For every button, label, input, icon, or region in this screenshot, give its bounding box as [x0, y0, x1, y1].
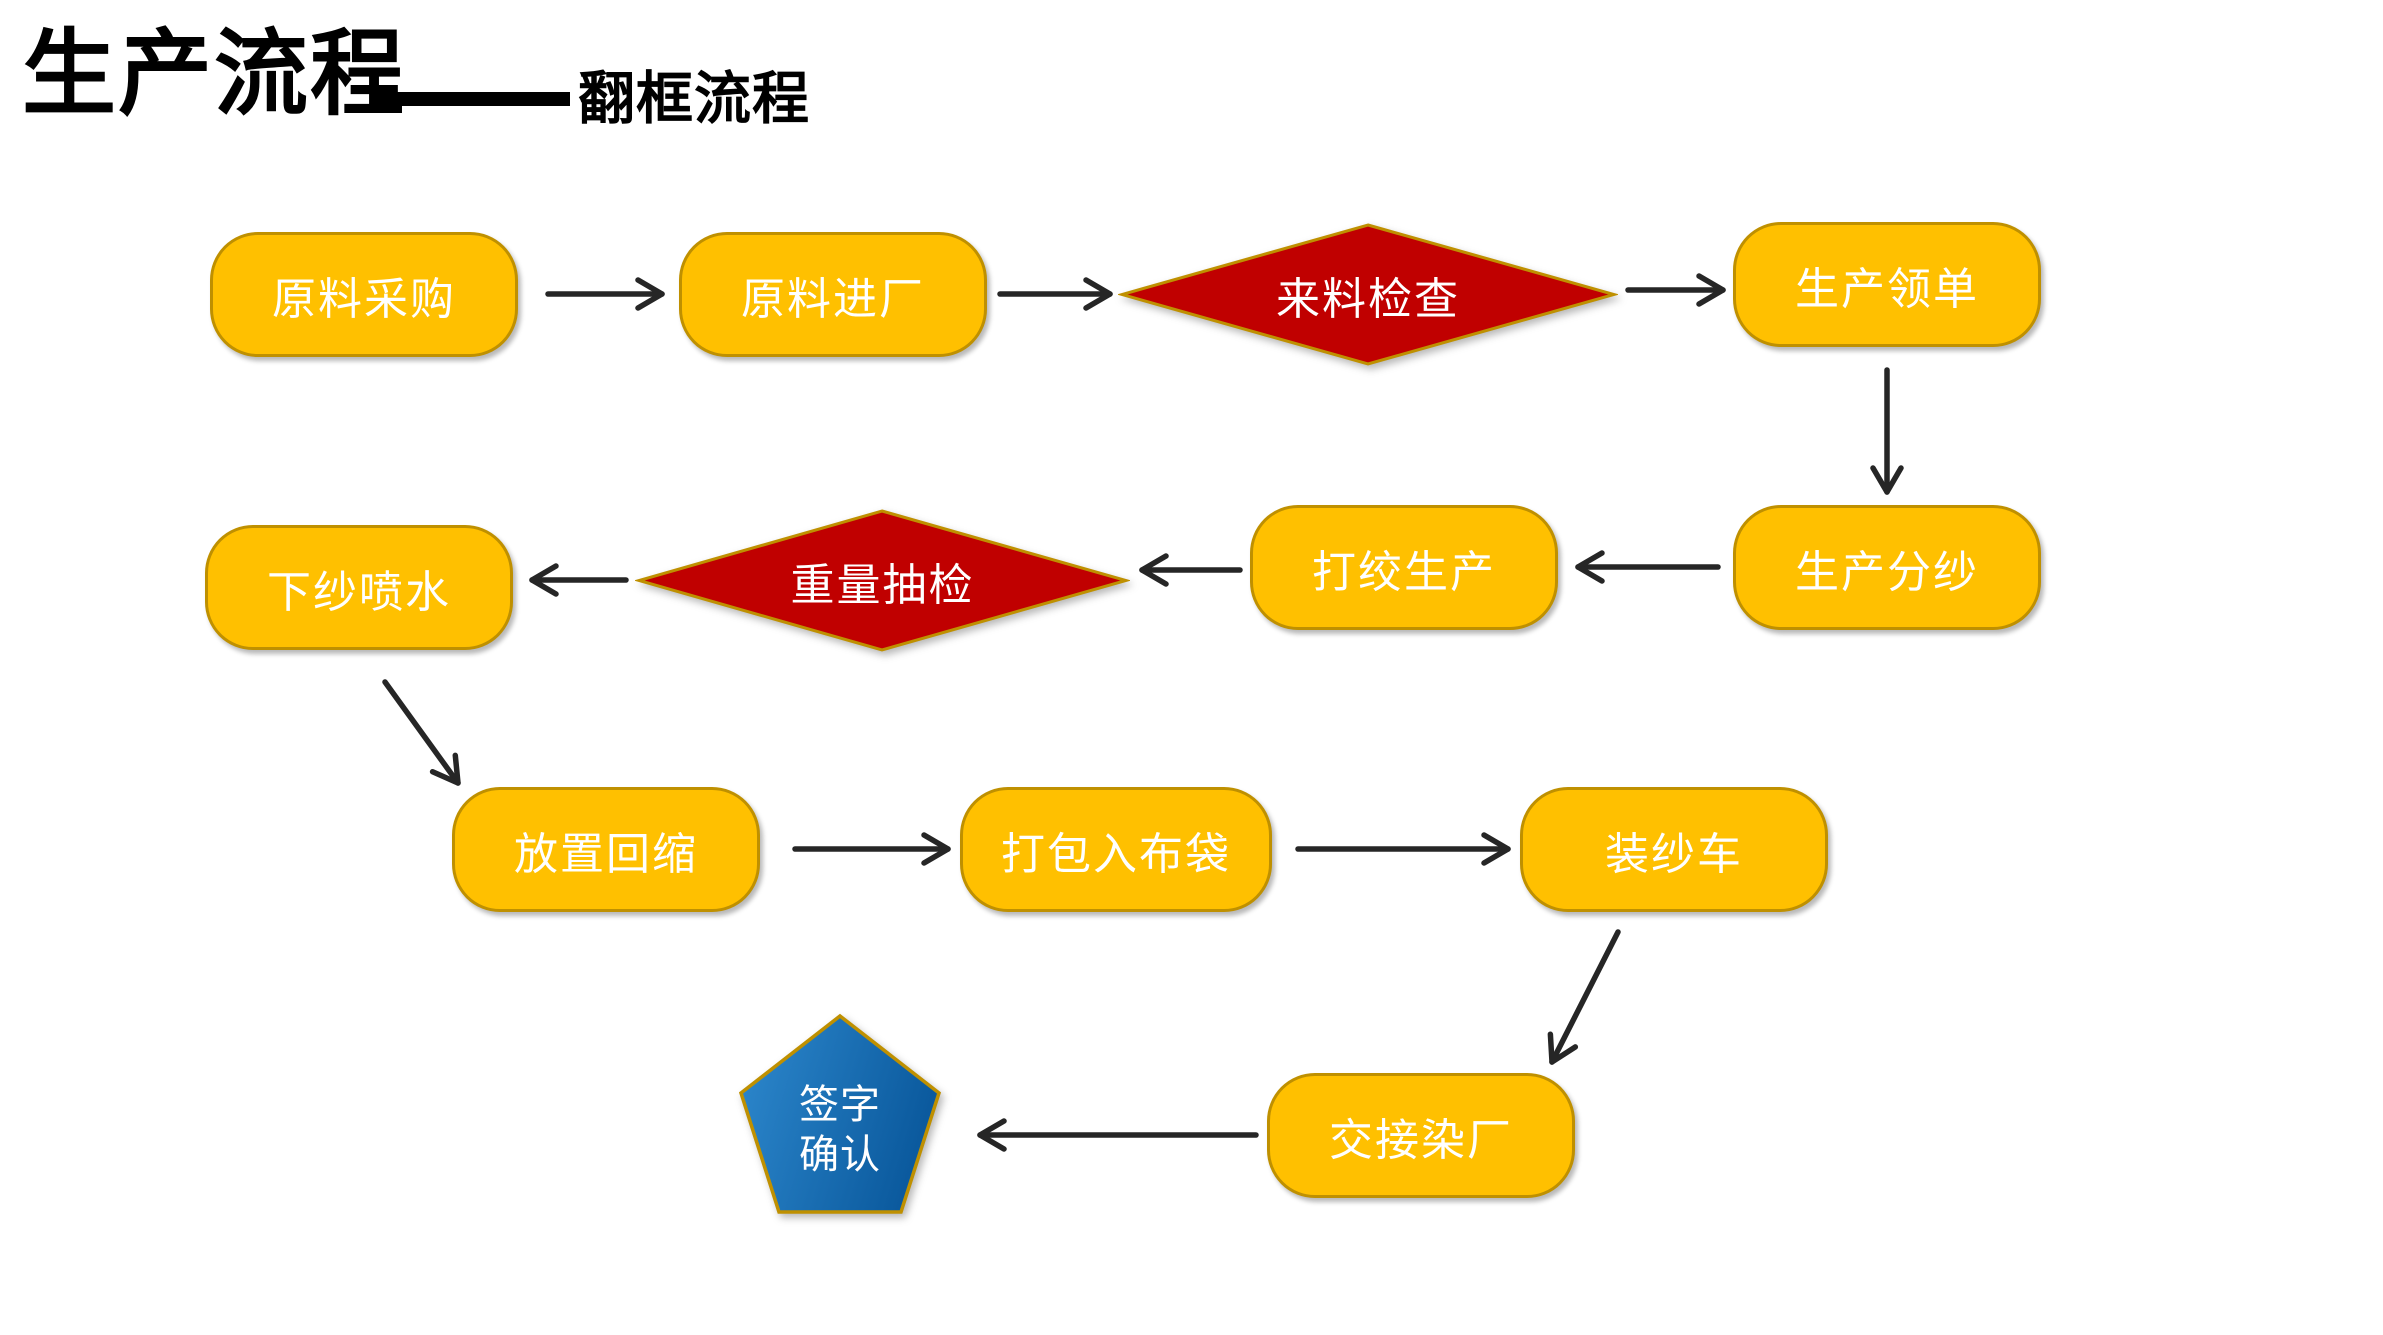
node-skein-production: 打绞生产	[1250, 505, 1558, 630]
diamond-shape	[1118, 223, 1618, 366]
node-handover-to-dyehouse: 交接染厂	[1267, 1073, 1575, 1198]
node-relaxation-rest: 放置回缩	[452, 787, 760, 912]
node-label: 交接染厂	[1329, 1115, 1513, 1165]
pentagon-line-1: 签字	[799, 1082, 881, 1127]
node-sign-confirm-pentagon: 签字 确认	[735, 1012, 945, 1217]
node-load-yarn-cart: 装纱车	[1520, 787, 1828, 912]
diamond-shape	[635, 509, 1130, 652]
node-label: 签字 确认	[735, 1012, 945, 1217]
node-raw-material-arrival: 原料进厂	[679, 232, 987, 357]
node-production-order: 生产领单	[1733, 222, 2041, 347]
node-label: 生产领单	[1795, 264, 1979, 314]
node-label: 放置回缩	[514, 829, 698, 879]
flow-arrow-8	[382, 679, 461, 786]
node-label: 重量抽检	[790, 560, 975, 610]
flow-arrow-11	[1547, 929, 1621, 1065]
node-raw-material-purchase: 原料采购	[210, 232, 518, 357]
title-dash	[378, 92, 570, 106]
node-label: 打包入布袋	[1001, 829, 1231, 879]
node-label: 原料进厂	[741, 274, 925, 324]
pentagon-line-2: 确认	[799, 1132, 881, 1177]
node-label: 来料检查	[1276, 274, 1460, 324]
page-title-main: 生产流程	[22, 23, 407, 127]
node-label: 打绞生产	[1312, 547, 1496, 597]
node-incoming-inspection-diamond: 来料检查	[1118, 222, 1618, 367]
node-pack-into-cloth-bag: 打包入布袋	[960, 787, 1272, 912]
node-label: 下纱喷水	[267, 567, 451, 617]
node-label: 生产分纱	[1795, 547, 1979, 597]
node-yarn-splitting: 生产分纱	[1733, 505, 2041, 630]
node-label: 装纱车	[1605, 829, 1743, 879]
node-yarn-doffing-spray: 下纱喷水	[205, 525, 513, 650]
node-label: 原料采购	[272, 274, 456, 324]
page-title-sub: 翻框流程	[578, 68, 810, 131]
node-weight-sampling-diamond: 重量抽检	[635, 508, 1130, 653]
pentagon-shape	[738, 1013, 942, 1214]
